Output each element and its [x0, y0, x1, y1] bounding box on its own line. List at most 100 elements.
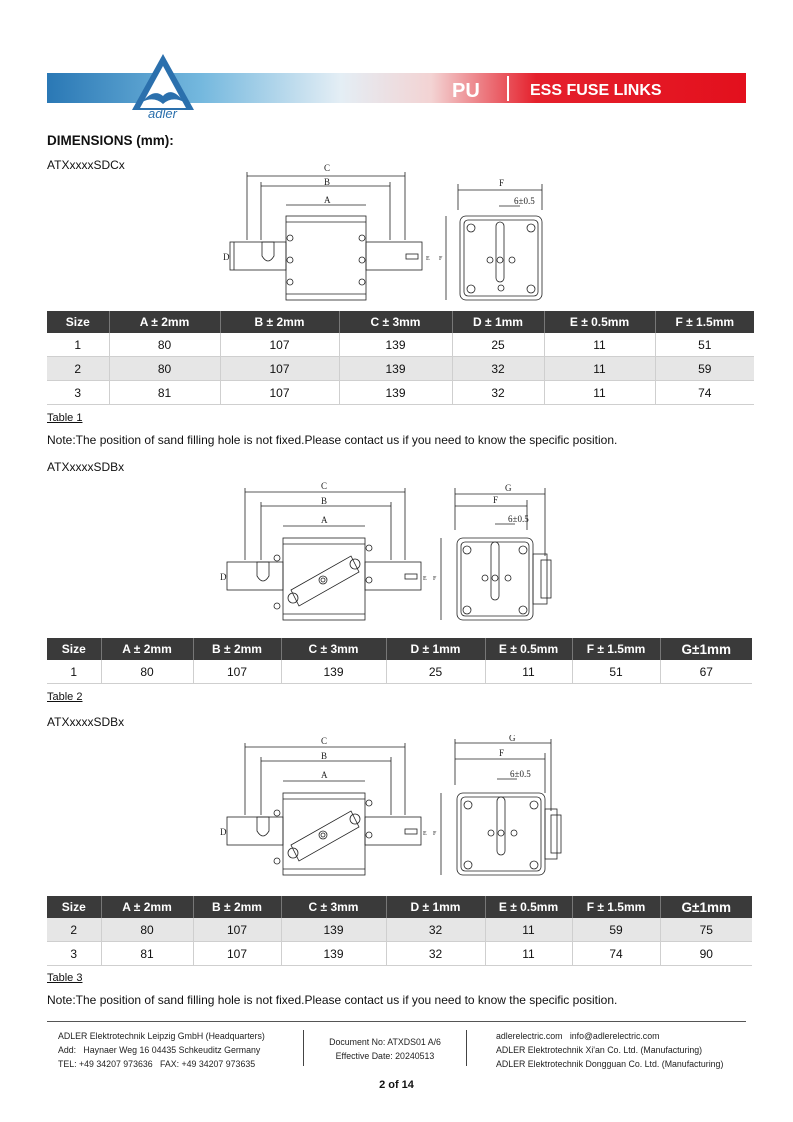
footer-line: ADLER Elektrotechnik Xi'an Co. Ltd. (Man…	[496, 1045, 703, 1055]
col-header: F ± 1.5mm	[572, 896, 661, 918]
footer-website-link[interactable]: adlerelectric.com info@adlerelectric.com	[496, 1031, 660, 1041]
model-name-1: ATXxxxxSDCx	[47, 158, 125, 172]
col-header: Size	[47, 896, 102, 918]
svg-text:B: B	[321, 496, 327, 506]
svg-text:F: F	[433, 831, 437, 837]
footer-address: ADLER Elektrotechnik Leipzig GmbH (Headq…	[58, 1029, 265, 1071]
series-label: PU	[452, 80, 480, 102]
table-cell: 139	[339, 356, 453, 381]
dim-label-tol: 6±0.5	[514, 196, 535, 206]
footer-line: ADLER Elektrotechnik Leipzig GmbH (Headq…	[58, 1031, 265, 1041]
svg-text:6±0.5: 6±0.5	[508, 514, 529, 524]
table-caption-2: Table 2	[47, 691, 83, 703]
svg-text:C: C	[321, 481, 327, 491]
table-cell: 11	[544, 380, 656, 405]
model-name-3: ATXxxxxSDBx	[47, 715, 125, 729]
table-cell: 74	[572, 941, 661, 966]
table-cell: 67	[660, 660, 752, 684]
dim-label-b: B	[324, 177, 330, 187]
dim-label-a: A	[324, 195, 331, 205]
footer-rule	[47, 1021, 746, 1022]
footer-document: Document No: ATXDS01 A/6 Effective Date:…	[303, 1035, 467, 1063]
col-header: F ± 1.5mm	[655, 311, 754, 333]
svg-text:B: B	[321, 751, 327, 761]
dim-label-c: C	[324, 163, 330, 173]
svg-text:A: A	[321, 515, 328, 525]
dimension-table-2: Size A ± 2mm B ± 2mm C ± 3mm D ± 1mm E ±…	[47, 638, 752, 684]
table-header-row: Size A ± 2mm B ± 2mm C ± 3mm D ± 1mm E ±…	[47, 896, 752, 918]
svg-text:6±0.5: 6±0.5	[510, 769, 531, 779]
footer-line: Document No: ATXDS01 A/6	[329, 1037, 441, 1047]
col-header: E ± 0.5mm	[544, 311, 656, 333]
col-header: B ± 2mm	[193, 638, 282, 660]
col-header: B ± 2mm	[220, 311, 340, 333]
footer-divider	[303, 1030, 304, 1066]
table-cell: 74	[655, 380, 754, 405]
section-title: DIMENSIONS (mm):	[47, 133, 174, 148]
svg-text:G: G	[505, 483, 512, 493]
svg-text:F: F	[499, 748, 504, 758]
table-cell: 80	[109, 333, 221, 357]
table-cell: 32	[452, 356, 545, 381]
table-cell: 32	[452, 380, 545, 405]
fuse-drawing-1: C B A D E F 6±0.5 F	[223, 163, 543, 301]
col-header: G±1mm	[660, 896, 752, 918]
col-header: B ± 2mm	[193, 896, 282, 918]
table-cell: 11	[485, 941, 573, 966]
header-divider	[507, 76, 509, 101]
dimension-table-1: Size A ± 2mm B ± 2mm C ± 3mm D ± 1mm E ±…	[47, 311, 754, 405]
table-cell: 59	[572, 918, 661, 942]
col-header: C ± 3mm	[281, 896, 387, 918]
svg-text:D: D	[220, 572, 227, 582]
fuse-drawing-3: C B A D E G F 6±0.5 F	[220, 735, 562, 876]
table-cell: 80	[101, 660, 194, 684]
table-cell: 3	[47, 380, 110, 405]
table-cell: 90	[660, 941, 752, 966]
table-cell: 32	[386, 918, 486, 942]
footer-line: TEL: +49 34207 973636 FAX: +49 34207 973…	[58, 1059, 256, 1069]
col-header: G±1mm	[660, 638, 752, 660]
col-header: F ± 1.5mm	[572, 638, 661, 660]
table-cell: 1	[47, 660, 102, 684]
table-cell: 139	[281, 660, 387, 684]
table-cell: 11	[485, 918, 573, 942]
table-cell: 32	[386, 941, 486, 966]
header-title: ESS FUSE LINKS	[530, 82, 662, 99]
table-cell: 81	[101, 941, 194, 966]
footer-line: Add: Haynaer Weg 16 04435 Schkeuditz Ger…	[58, 1045, 261, 1055]
svg-text:F: F	[439, 256, 443, 262]
svg-text:F: F	[433, 576, 437, 582]
table-cell: 107	[193, 918, 282, 942]
table-cell: 2	[47, 356, 110, 381]
table-cell: 11	[544, 333, 656, 357]
col-header: E ± 0.5mm	[485, 638, 573, 660]
col-header: C ± 3mm	[339, 311, 453, 333]
svg-text:D: D	[220, 827, 227, 837]
page-number: 2 of 14	[379, 1079, 414, 1091]
table-cell: 3	[47, 941, 102, 966]
footer-line: ADLER Elektrotechnik Dongguan Co. Ltd. (…	[496, 1059, 724, 1069]
dim-label-f: F	[499, 178, 504, 188]
fuse-drawing-2: C B A D E G F 6±0.5 F	[220, 481, 552, 621]
table-cell: 80	[101, 918, 194, 942]
table-header-row: Size A ± 2mm B ± 2mm C ± 3mm D ± 1mm E ±…	[47, 311, 754, 333]
table-cell: 51	[655, 333, 754, 357]
col-header: Size	[47, 638, 102, 660]
col-header: E ± 0.5mm	[485, 896, 573, 918]
table-cell: 25	[386, 660, 486, 684]
footer-line: Effective Date: 20240513	[335, 1051, 435, 1061]
table-cell: 11	[544, 356, 656, 381]
svg-text:C: C	[321, 736, 327, 746]
note-1: Note:The position of sand filling hole i…	[47, 433, 618, 447]
table-cell: 107	[220, 356, 340, 381]
dimension-table-3: Size A ± 2mm B ± 2mm C ± 3mm D ± 1mm E ±…	[47, 896, 752, 966]
col-header: D ± 1mm	[386, 896, 486, 918]
col-header: A ± 2mm	[109, 311, 221, 333]
svg-text:F: F	[493, 495, 498, 505]
table-cell: 51	[572, 660, 661, 684]
